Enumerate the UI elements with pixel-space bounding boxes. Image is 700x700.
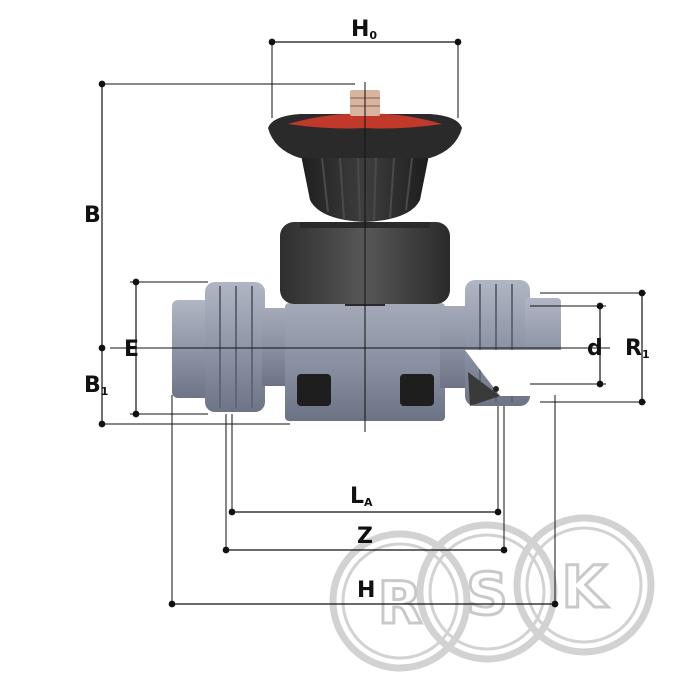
label-r1: R1 [625, 336, 650, 361]
dimension-labels: H0 B E B1 d R1 LA Z H [84, 17, 650, 603]
dimension-lines [98, 38, 646, 608]
label-e: E [124, 337, 139, 362]
label-h: H [357, 578, 375, 603]
valve-body-group [172, 90, 561, 421]
watermark-letter-k: K [562, 553, 609, 621]
watermark-letter-r: R [378, 569, 423, 637]
rsk-watermark: R S K [329, 514, 655, 672]
label-b1: B1 [84, 373, 108, 398]
center-lines [110, 82, 610, 432]
label-h0: H0 [351, 17, 377, 42]
label-z: Z [357, 524, 373, 549]
body-lug-right [400, 374, 434, 406]
watermark-letter-s: S [466, 560, 508, 628]
label-d: d [587, 336, 603, 361]
label-la: LA [350, 484, 373, 509]
body-lug-left [297, 374, 331, 406]
label-b: B [84, 203, 101, 228]
left-union-end [172, 300, 212, 398]
extension-lines [100, 40, 646, 606]
